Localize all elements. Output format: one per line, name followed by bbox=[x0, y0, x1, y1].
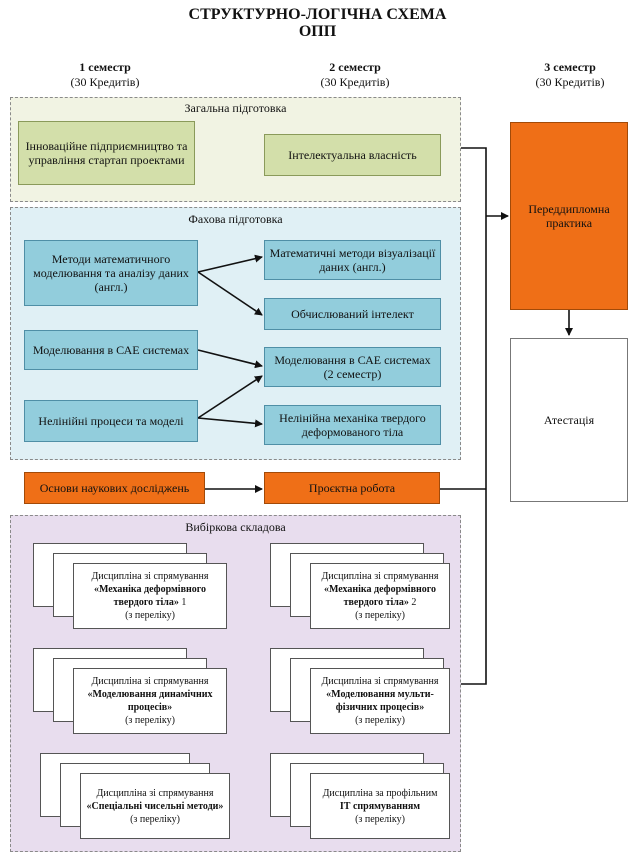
attestation[interactable]: Атестація bbox=[510, 338, 628, 502]
course-math-visualization[interactable]: Математичні методи візуалізації даних (а… bbox=[264, 240, 441, 280]
elective-label: Вибіркова складова bbox=[185, 520, 286, 534]
course-cae-modeling-2[interactable]: Моделювання в САЕ системах (2 семестр) bbox=[264, 347, 441, 387]
course-project-work[interactable]: Проєктна робота bbox=[264, 472, 440, 504]
general-training-label: Загальна підготовка bbox=[184, 101, 287, 115]
semester-1-header: 1 семестр(30 Кредитів) bbox=[70, 60, 140, 89]
course-computational-intelligence[interactable]: Обчислюваний інтелект bbox=[264, 298, 441, 330]
elective-numerical-methods[interactable]: Дисципліна зі спрямування«Спеціальні чис… bbox=[80, 773, 230, 839]
prediploma-practice[interactable]: Переддипломна практика bbox=[510, 122, 628, 310]
course-research-basics[interactable]: Основи наукових досліджень bbox=[24, 472, 205, 504]
elective-dynamic-processes[interactable]: Дисципліна зі спрямування«Моделювання ди… bbox=[73, 668, 227, 734]
elective-multiphysics[interactable]: Дисципліна зі спрямування«Моделювання му… bbox=[310, 668, 450, 734]
elective-mdtt-2[interactable]: Дисципліна зі спрямування«Механіка дефор… bbox=[310, 563, 450, 629]
course-solid-mechanics[interactable]: Нелінійна механіка твердого деформованог… bbox=[264, 405, 441, 445]
course-cae-modeling-1[interactable]: Моделювання в САЕ системах bbox=[24, 330, 198, 370]
course-intellectual-property[interactable]: Інтелектуальна власність bbox=[264, 134, 441, 176]
semester-3-header: 3 семестр(30 Кредитів) bbox=[535, 60, 605, 89]
page-title: СТРУКТУРНО-ЛОГІЧНА СХЕМА ОПП bbox=[188, 6, 447, 40]
course-nonlinear-processes[interactable]: Нелінійні процеси та моделі bbox=[24, 400, 198, 442]
elective-mdtt-1[interactable]: Дисципліна зі спрямування«Механіка дефор… bbox=[73, 563, 227, 629]
semester-2-header: 2 семестр(30 Кредитів) bbox=[320, 60, 390, 89]
course-math-modeling[interactable]: Методи математичного моделювання та анал… bbox=[24, 240, 198, 306]
course-innovation[interactable]: Інноваційне підприємництво та управління… bbox=[18, 121, 195, 185]
professional-training-label: Фахова підготовка bbox=[188, 212, 283, 226]
